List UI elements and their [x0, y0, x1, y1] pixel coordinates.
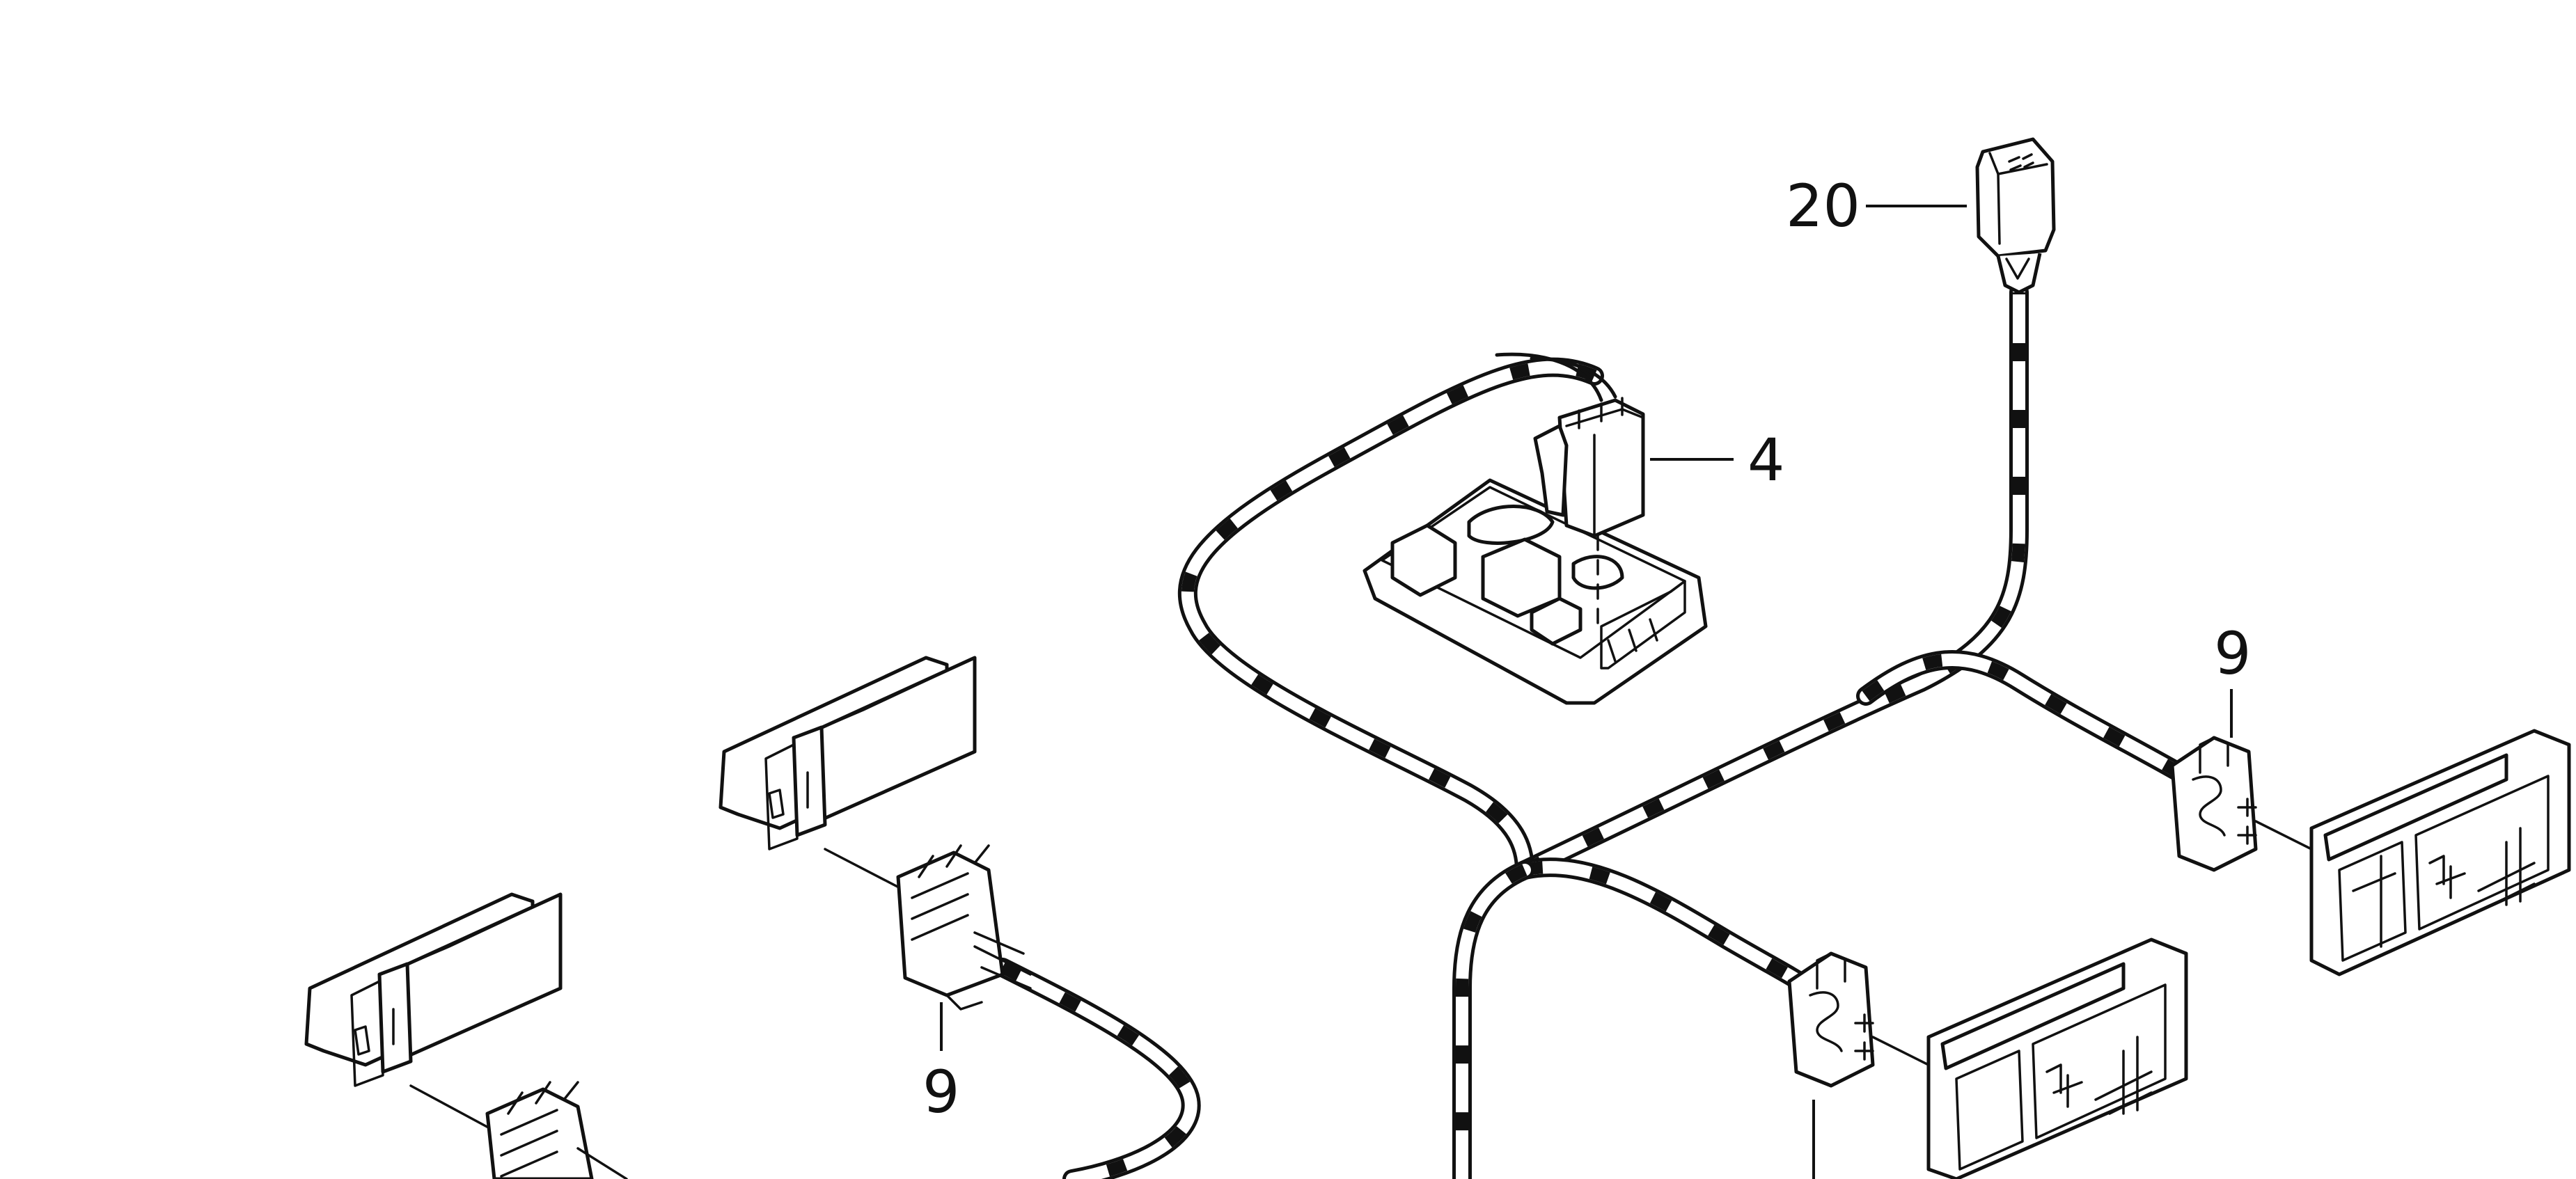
left-upper-switch [718, 656, 977, 899]
mid-connector [1787, 951, 1930, 1088]
top-connector [1975, 137, 2056, 294]
callout-20: 20 [1786, 172, 1860, 240]
cable-branch-right [1856, 650, 2189, 782]
callout-9-right: 9 [2214, 619, 2251, 688]
mid-switch [1926, 937, 2188, 1179]
callout-9-left: 9 [922, 1058, 959, 1126]
right-switch [2309, 729, 2571, 976]
main-cable-harness [993, 283, 2189, 1179]
left-lower-connector [485, 1081, 628, 1179]
left-lower-switch [304, 892, 563, 1136]
cable-branch-mid [1515, 857, 1820, 998]
right-connector [2170, 736, 2313, 872]
left-upper-connector [896, 844, 1032, 1011]
control-unit [1362, 352, 1708, 705]
callout-4: 4 [1748, 426, 1784, 494]
